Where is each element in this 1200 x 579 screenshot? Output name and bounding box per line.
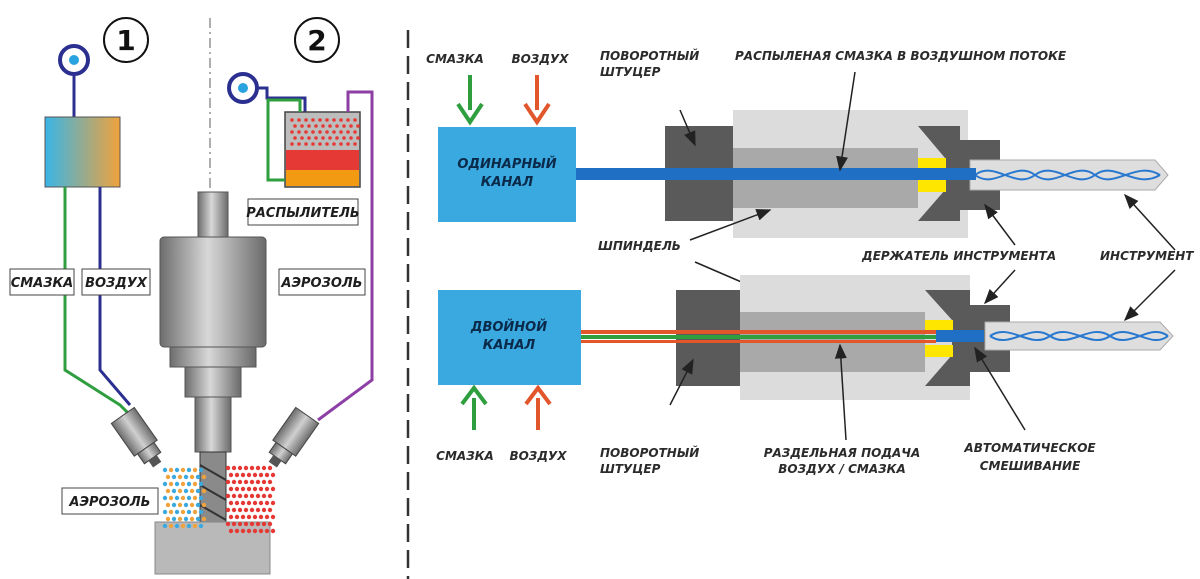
right-panel: СМАЗКА ВОЗДУХ ОДИНАРНЫЙ КАНАЛ ПОВОРОТНЫЙ…	[426, 48, 1194, 476]
bottom-air-label: ВОЗДУХ	[509, 449, 567, 463]
bottom-lubricant-label: СМАЗКА	[436, 449, 494, 463]
svg-text:АЭРОЗОЛЬ: АЭРОЗОЛЬ	[280, 276, 362, 291]
auto-mixing-line1: АВТОМАТИЧЕСКОЕ	[963, 441, 1096, 455]
scheme-number-2: 2	[294, 17, 340, 63]
bottom-lubricant-arrow	[460, 384, 488, 430]
aerosol-line-2	[317, 90, 374, 422]
scheme-number-2-text: 2	[307, 24, 326, 57]
separate-feed-line1: РАЗДЕЛЬНАЯ ПОДАЧА	[764, 446, 921, 460]
auto-mixing-line2: СМЕШИВАНИЕ	[980, 459, 1081, 473]
lubricant-loop-2	[266, 98, 302, 182]
air-line-1	[98, 187, 132, 406]
mixer-box	[44, 116, 121, 188]
scheme-number-1-text: 1	[116, 24, 135, 57]
bottom-mix-channel	[581, 340, 936, 343]
svg-text:СМАЗКА: СМАЗКА	[11, 276, 73, 291]
nozzle-right	[268, 406, 320, 468]
double-channel-box	[438, 290, 581, 385]
svg-text:РАСПЫЛИТЕЛЬ: РАСПЫЛИТЕЛЬ	[246, 206, 360, 221]
top-rotary-line2: ШТУЦЕР	[600, 65, 661, 79]
top-lubricant-arrow	[456, 75, 484, 126]
spindle-label: ШПИНДЕЛЬ	[598, 239, 681, 253]
single-channel-line1: ОДИНАРНЫЙ	[457, 156, 556, 172]
top-blue-channel	[576, 168, 976, 180]
label-air-left: ВОЗДУХ	[81, 268, 151, 296]
top-spindle-assembly	[576, 110, 1169, 238]
bottom-air-arrow	[524, 384, 552, 430]
label-aerosol-left: АЭРОЗОЛЬ	[61, 487, 159, 515]
top-lubricant-label: СМАЗКА	[426, 52, 484, 66]
double-channel-line1: ДВОЙНОЙ	[470, 319, 547, 335]
spray-label: РАСПЫЛЕНАЯ СМАЗКА В ВОЗДУШНОМ ПОТОКЕ	[735, 49, 1067, 63]
bottom-lube-channel	[581, 335, 936, 339]
lubricant-line-1	[63, 187, 132, 417]
separate-feed-line2: ВОЗДУХ / СМАЗКА	[778, 462, 905, 476]
air-source-icon-2	[227, 72, 307, 112]
nozzle-left	[110, 406, 162, 468]
air-source-icon-1	[58, 44, 90, 117]
top-air-arrow	[523, 75, 551, 126]
label-lubricant-left: СМАЗКА	[9, 268, 75, 296]
workpiece	[154, 521, 271, 575]
tool-label: ИНСТРУМЕНТ	[1100, 249, 1194, 263]
mixing-zone	[936, 330, 984, 342]
svg-text:ВОЗДУХ: ВОЗДУХ	[85, 276, 148, 291]
top-tool	[969, 159, 1169, 191]
double-channel-line2: КАНАЛ	[483, 338, 536, 353]
bottom-air-channel	[581, 330, 936, 334]
single-channel-line2: КАНАЛ	[481, 175, 534, 190]
top-rotary-line1: ПОВОРОТНЫЙ	[600, 48, 699, 63]
top-air-label: ВОЗДУХ	[511, 52, 569, 66]
label-aerosol-right: АЭРОЗОЛЬ	[278, 268, 366, 296]
scheme-number-1: 1	[103, 17, 149, 63]
holder-label: ДЕРЖАТЕЛЬ ИНСТРУМЕНТА	[861, 249, 1056, 263]
aerosol-cloud	[162, 465, 276, 534]
left-panel: 1 2 СМАЗКА ВОЗДУХ	[9, 17, 374, 575]
spindle-left	[159, 191, 267, 549]
sprayer-tank	[284, 111, 361, 188]
single-channel-box	[438, 127, 576, 222]
svg-text:АЭРОЗОЛЬ: АЭРОЗОЛЬ	[68, 495, 150, 510]
bottom-rotary-line1: ПОВОРОТНЫЙ	[600, 445, 699, 460]
bottom-spindle-assembly	[581, 275, 1174, 400]
bottom-rotary-line2: ШТУЦЕР	[600, 462, 661, 476]
label-sprayer: РАСПЫЛИТЕЛЬ	[246, 198, 360, 226]
